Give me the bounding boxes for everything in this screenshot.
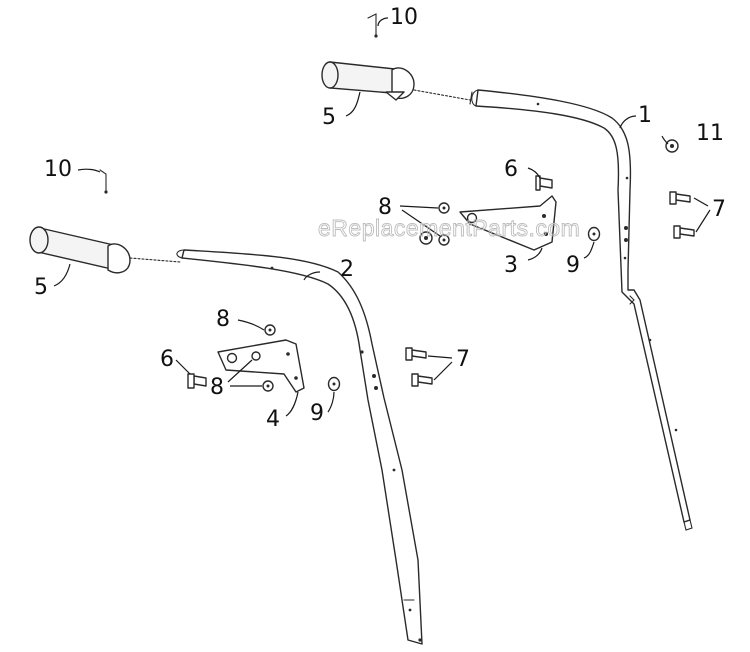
callout-10-top: 10 [390, 5, 418, 30]
callout-7-lower: 7 [456, 347, 470, 372]
bolts-7-upper[interactable] [669, 191, 695, 239]
callout-8-lower: 8 [210, 375, 224, 400]
upper-grip[interactable] [321, 61, 471, 101]
bolts-7-lower[interactable] [405, 347, 433, 387]
pin-10-left[interactable] [99, 169, 108, 194]
callout-4: 4 [266, 407, 280, 432]
callout-3: 3 [504, 253, 518, 278]
callout-8-upper: 8 [378, 195, 392, 220]
bolt-6-upper[interactable] [535, 175, 553, 191]
callout-6-lower: 6 [160, 347, 174, 372]
bracket-part-3[interactable] [459, 195, 557, 251]
watermark: eReplacementParts.com [318, 215, 580, 241]
callout-6-upper: 6 [504, 157, 518, 182]
lower-grip[interactable] [29, 226, 181, 274]
lower-handle-left[interactable] [176, 249, 423, 645]
callout-11: 11 [696, 121, 724, 146]
nuts-8-lower[interactable] [262, 324, 276, 392]
callout-5-lower: 5 [34, 275, 48, 300]
callout-5-upper: 5 [322, 105, 336, 130]
callout-7-upper: 7 [712, 197, 726, 222]
callout-9-upper: 9 [566, 253, 580, 278]
nuts-8-upper[interactable] [419, 202, 450, 246]
callout-8-lower-top: 8 [216, 307, 230, 332]
bracket-part-4[interactable] [217, 339, 305, 393]
bolt-6-lower[interactable] [187, 373, 207, 389]
callout-9-lower: 9 [310, 401, 324, 426]
leader-lines [53, 17, 711, 417]
nut-11[interactable] [665, 139, 679, 153]
washer-9-upper[interactable] [587, 226, 601, 242]
pin-10-top[interactable] [367, 13, 378, 38]
upper-handle-right[interactable] [469, 89, 693, 531]
washer-9-lower[interactable] [327, 376, 341, 392]
callout-1: 1 [638, 103, 652, 128]
callout-10-left: 10 [44, 157, 72, 182]
callout-2: 2 [340, 257, 354, 282]
